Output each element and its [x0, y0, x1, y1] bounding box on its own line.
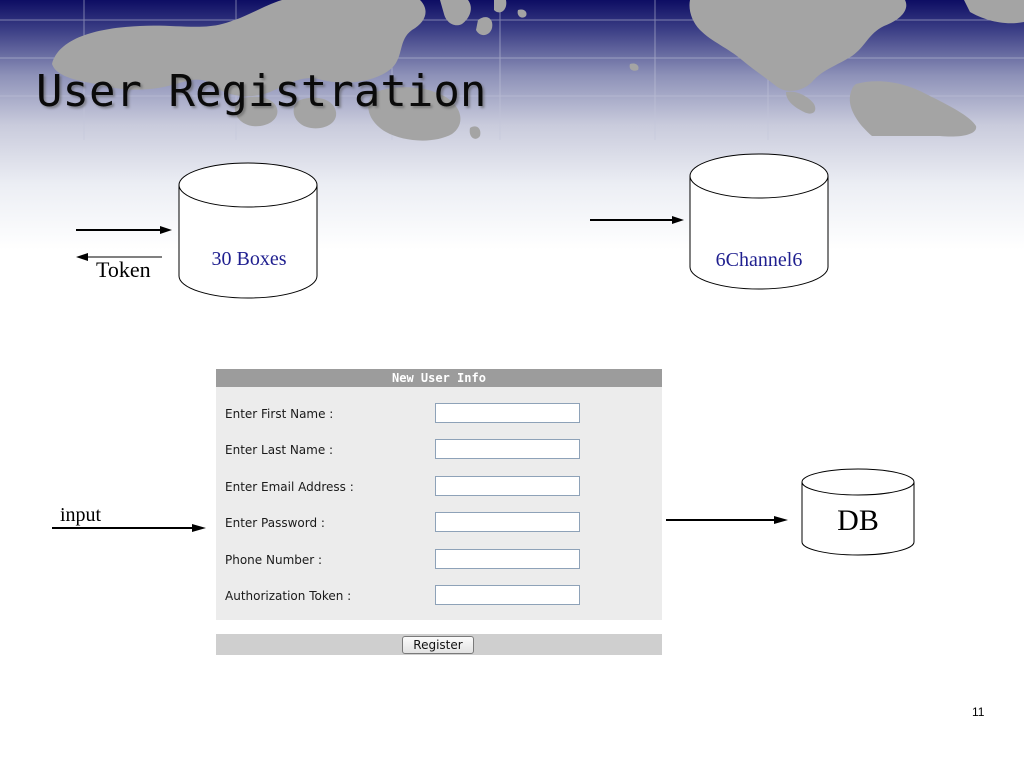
database-cylinder: [801, 468, 915, 556]
password-input[interactable]: [435, 512, 580, 532]
email-input[interactable]: [435, 476, 580, 496]
new-user-info-form: New User Info Enter First Name : Enter L…: [216, 369, 662, 620]
form-row-last-name: Enter Last Name :: [216, 439, 662, 461]
storage-cylinder-6channel6: [689, 153, 829, 290]
title-banner: [0, 0, 1024, 260]
page-number: 11: [972, 705, 985, 719]
form-row-phone: Phone Number :: [216, 549, 662, 571]
last-name-label: Enter Last Name :: [225, 443, 334, 457]
email-label: Enter Email Address :: [225, 480, 354, 494]
db-arrow-right: [666, 516, 788, 524]
storage-label-6channel6: 6Channel6: [715, 249, 803, 271]
auth-token-input[interactable]: [435, 585, 580, 605]
request-arrow-right: [76, 226, 172, 234]
form-row-first-name: Enter First Name :: [216, 403, 662, 425]
first-name-label: Enter First Name :: [225, 407, 334, 421]
input-arrow-right: [52, 524, 206, 532]
database-label: DB: [837, 504, 879, 537]
storage-label-30-boxes: 30 Boxes: [211, 248, 287, 270]
form-footer: Register: [216, 634, 662, 655]
form-row-auth-token: Authorization Token :: [216, 585, 662, 607]
register-button[interactable]: Register: [402, 636, 474, 654]
form-header: New User Info: [216, 369, 662, 387]
slide-title: User Registration: [36, 66, 487, 117]
first-name-input[interactable]: [435, 403, 580, 423]
form-row-password: Enter Password :: [216, 512, 662, 534]
phone-input[interactable]: [435, 549, 580, 569]
password-label: Enter Password :: [225, 516, 325, 530]
phone-label: Phone Number :: [225, 553, 323, 567]
token-arrow-left: [76, 253, 162, 261]
last-name-input[interactable]: [435, 439, 580, 459]
input-label: input: [60, 504, 102, 526]
storage-cylinder-30-boxes: [178, 162, 318, 299]
channel-arrow-right: [590, 216, 684, 224]
auth-token-label: Authorization Token :: [225, 589, 352, 603]
form-row-email: Enter Email Address :: [216, 476, 662, 498]
world-map-background: [0, 0, 1024, 141]
token-label: Token: [96, 257, 151, 282]
